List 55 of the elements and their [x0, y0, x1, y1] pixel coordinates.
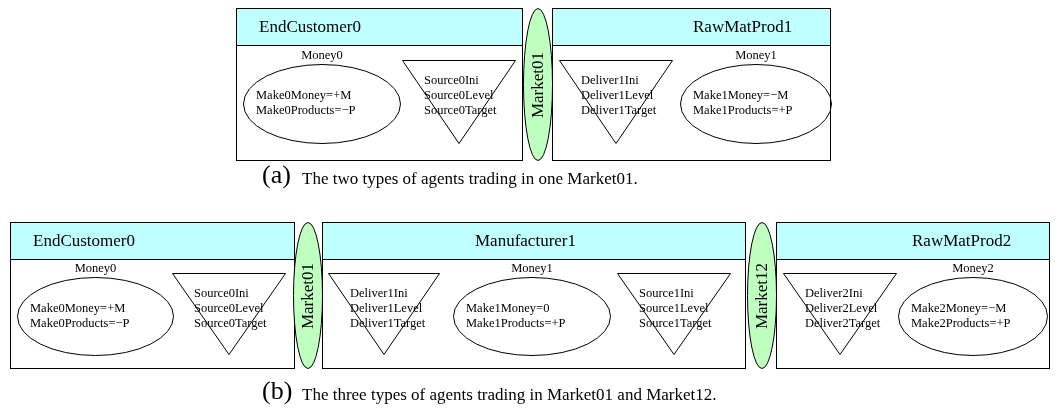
market-name: Market12: [752, 262, 772, 329]
triangle-shape: [783, 273, 897, 355]
flow-variable: Deliver2Level: [805, 301, 878, 316]
stock-formula: Make1Products=+P: [693, 103, 793, 118]
stock-formula: Make0Money=+M: [256, 88, 352, 103]
money-label: Money2: [951, 261, 995, 276]
flow-variable: Source1Ini: [639, 286, 694, 301]
market-name: Market01: [528, 51, 548, 118]
stock-formula: Make1Products=+P: [466, 315, 566, 331]
triangle-shape: [617, 273, 731, 355]
flow-variable: Deliver2Target: [805, 316, 881, 331]
stock-formula: Make1Money=−M: [693, 88, 789, 103]
stock-formula: Make1Money=0: [466, 300, 550, 316]
agent-name: RawMatProd2: [912, 231, 1012, 251]
agent-name: EndCustomer0: [33, 231, 135, 251]
agent-name: EndCustomer0: [259, 17, 361, 37]
flow-variable: Source0Level: [424, 88, 494, 103]
flow-variable: Deliver1Ini: [581, 73, 639, 88]
money-label: Money0: [73, 261, 118, 276]
triangle-shape: [172, 273, 286, 355]
flow-variable: Deliver2Ini: [805, 286, 863, 301]
triangle-shape: [559, 60, 673, 144]
money-label: Money1: [510, 261, 554, 276]
flow-variable: Source0Target: [194, 316, 267, 331]
agent-box: [10, 222, 295, 369]
agent-box: [552, 8, 831, 161]
flow-variable: Source0Ini: [194, 286, 249, 301]
market-ellipse: [747, 222, 777, 369]
stock-formula: Make2Money=−M: [911, 300, 1007, 316]
flow-variable: Source0Ini: [424, 73, 479, 88]
flow-variable: Deliver1Ini: [350, 286, 408, 301]
stock-formula: Make0Money=+M: [30, 300, 126, 316]
agent-box: [322, 222, 746, 369]
subfigure-letter: (a): [262, 160, 291, 190]
agent-box: [776, 222, 1050, 369]
agent-name: RawMatProd1: [693, 17, 793, 37]
flow-variable: Deliver1Level: [581, 88, 654, 103]
subfigure-letter: (b): [262, 376, 293, 406]
market-ellipse: [523, 8, 553, 161]
caption: The two types of agents trading in one Market01.: [302, 169, 638, 189]
stock-formula: Make0Products=−P: [256, 103, 356, 118]
stock-formula: Make2Products=+P: [911, 315, 1011, 331]
market-ellipse: [293, 222, 323, 369]
caption: The three types of agents trading in Market01 and Market12.: [302, 385, 717, 405]
agent-box: [236, 8, 523, 161]
agent-name: Manufacturer1: [475, 231, 576, 251]
money-label: Money1: [734, 48, 778, 63]
flow-variable: Source1Target: [639, 316, 712, 331]
stock-formula: Make0Products=−P: [30, 315, 130, 331]
flow-variable: Source0Level: [194, 301, 264, 316]
flow-variable: Source1Level: [639, 301, 709, 316]
money-label: Money0: [300, 48, 344, 63]
triangle-shape: [328, 273, 440, 355]
market-name: Market01: [298, 262, 318, 329]
triangle-shape: [402, 60, 516, 144]
